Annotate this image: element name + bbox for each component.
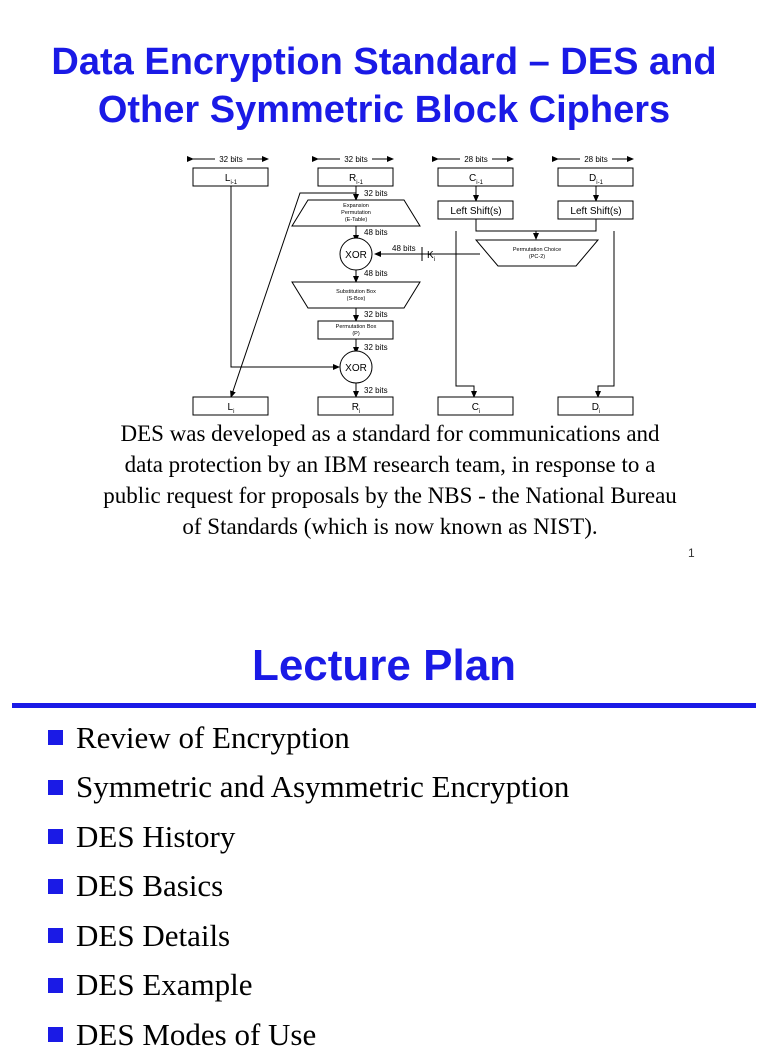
- square-bullet-icon: [48, 730, 63, 746]
- box-r-next: [317, 396, 394, 416]
- list-item: DES History: [48, 812, 569, 862]
- list-item: Symmetric and Asymmetric Encryption: [48, 763, 569, 813]
- des-round-diagram: 32 bits 32 bits 28 bits 28 bits 32 bits …: [187, 153, 634, 416]
- description-line-3: public request for proposals by the NBS …: [103, 483, 677, 508]
- flow-d-to-d-next: [595, 231, 615, 398]
- title-divider: [12, 703, 756, 708]
- expansion-label-3: (E-Table): [345, 217, 367, 223]
- label-after-pbox: 32 bits: [364, 343, 388, 352]
- lecture-plan-title: Lecture Plan: [251, 641, 517, 690]
- flow-c-to-c-next: [455, 231, 477, 398]
- box-l-prev: [192, 167, 269, 187]
- square-bullet-icon: [48, 829, 63, 845]
- page-number: 1: [688, 546, 695, 560]
- pc2-label-2: (PC-2): [529, 254, 545, 260]
- pc2-label-1: Permutation Choice: [513, 247, 561, 253]
- box-shift-d: [557, 200, 634, 220]
- box-c-next-label: Ci: [472, 402, 481, 415]
- sbox-label-1: Substitution Box: [336, 289, 376, 295]
- description-line-1: DES was developed as a standard for comm…: [120, 421, 660, 446]
- key-label: Ki: [427, 250, 435, 263]
- flow-l-prev-to-xor2: [230, 186, 340, 370]
- label-after-expansion: 48 bits: [364, 228, 388, 237]
- description-line-2: data protection by an IBM research team,…: [124, 452, 656, 477]
- list-item: DES Details: [48, 911, 569, 961]
- square-bullet-icon: [48, 977, 63, 993]
- dim-label-d: 28 bits: [584, 155, 608, 164]
- label-key-in: 48 bits: [392, 244, 416, 253]
- square-bullet-icon: [48, 1027, 63, 1043]
- list-item: Review of Encryption: [48, 713, 569, 763]
- box-r-prev-label: Ri-1: [349, 173, 364, 186]
- pbox-label-1: Permutation Box: [336, 324, 377, 330]
- box-l-prev-label: Li-1: [225, 173, 238, 186]
- slide-title-line-1: Data Encryption Standard – DES and: [51, 41, 717, 83]
- box-c-prev: [437, 167, 514, 187]
- expansion-label-2: Permutation: [341, 210, 371, 216]
- label-after-r: 32 bits: [364, 189, 388, 198]
- label-after-xor2: 32 bits: [364, 386, 388, 395]
- description-line-4: of Standards (which is now known as NIST…: [182, 514, 598, 539]
- flow-r-prev-to-l-next: [230, 192, 356, 398]
- label-after-sbox: 32 bits: [364, 310, 388, 319]
- box-l-next: [192, 396, 269, 416]
- trapezoid-sbox: [291, 281, 421, 309]
- box-c-prev-label: Ci-1: [469, 173, 484, 186]
- box-r-prev: [317, 167, 394, 187]
- square-bullet-icon: [48, 779, 63, 795]
- xor2-label: XOR: [345, 363, 367, 374]
- sbox-label-2: (S-Box): [347, 296, 366, 302]
- square-bullet-icon: [48, 878, 63, 894]
- trapezoid-expansion: [291, 199, 421, 227]
- box-shift-c: [437, 200, 514, 220]
- label-after-xor1: 48 bits: [364, 269, 388, 278]
- box-d-prev: [557, 167, 634, 187]
- list-item: DES Example: [48, 961, 569, 1011]
- list-item: DES Basics: [48, 862, 569, 912]
- flow-shift-c-to-pc2: [475, 219, 539, 240]
- box-d-next: [557, 396, 634, 416]
- slide-title-line-2: Other Symmetric Block Ciphers: [97, 89, 671, 131]
- lecture-plan-list: Review of Encryption Symmetric and Asymm…: [48, 713, 569, 1060]
- pbox-label-2: (P): [352, 331, 360, 337]
- xor1-label: XOR: [345, 250, 367, 261]
- expansion-label-1: Expansion: [343, 203, 369, 209]
- box-shift-d-label: Left Shift(s): [570, 206, 621, 217]
- slide-title: Data Encryption Standard – DES and Other…: [0, 38, 768, 134]
- flow-shift-d-to-pc2: [536, 219, 597, 232]
- dim-label-r: 32 bits: [344, 155, 368, 164]
- box-d-next-label: Di: [592, 402, 601, 415]
- box-d-prev-label: Di-1: [589, 173, 604, 186]
- box-c-next: [437, 396, 514, 416]
- slide-description: DES was developed as a standard for comm…: [40, 418, 740, 542]
- list-item: DES Modes of Use: [48, 1010, 569, 1060]
- trapezoid-pc2: [474, 239, 600, 267]
- xor2-circle: [339, 350, 373, 384]
- box-l-next-label: Li: [228, 402, 235, 415]
- box-r-next-label: Ri: [352, 402, 361, 415]
- square-bullet-icon: [48, 928, 63, 944]
- xor1-circle: [339, 237, 373, 271]
- box-pbox: [317, 320, 394, 340]
- box-shift-c-label: Left Shift(s): [450, 206, 501, 217]
- dim-label-c: 28 bits: [464, 155, 488, 164]
- dim-label-l: 32 bits: [219, 155, 243, 164]
